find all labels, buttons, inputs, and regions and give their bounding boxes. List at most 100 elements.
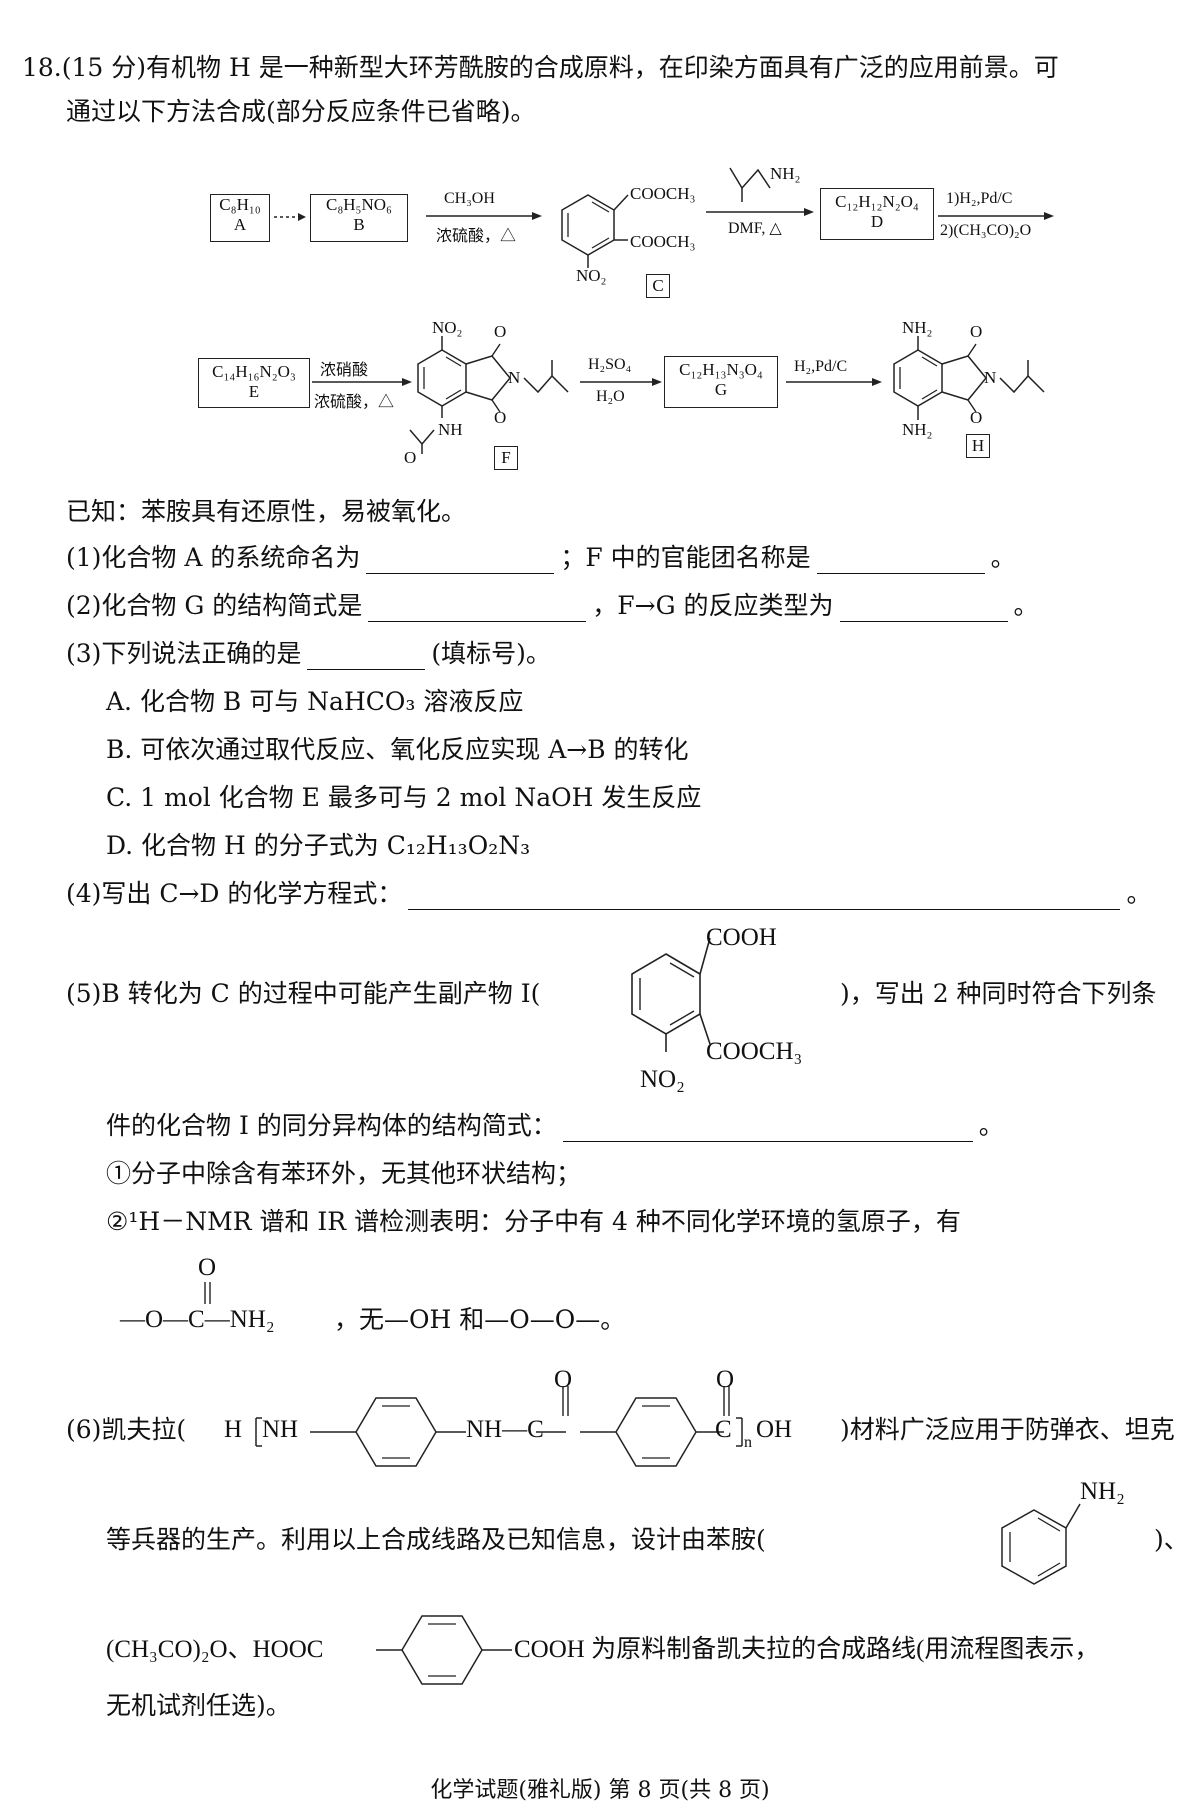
arrow-DE: [938, 212, 1054, 220]
D-formula: C₁₂H₁₂N₂O₄: [835, 192, 919, 211]
kevlar-oh: OH: [756, 1416, 793, 1443]
A-label: A: [233, 215, 247, 234]
step-CD-condition: DMF, △: [728, 220, 782, 237]
compound-E-box: C₁₄H₁₆N₂O₃ E: [198, 358, 310, 408]
F-acetyl-o: O: [404, 448, 417, 467]
carbamate-o: O: [198, 1254, 217, 1281]
kevlar-o-2: O: [716, 1366, 735, 1393]
q5-answer-blank[interactable]: [562, 1115, 973, 1142]
H-label: H: [966, 434, 990, 458]
I-carboxyl: COOH: [706, 924, 777, 951]
E-label: E: [248, 382, 260, 401]
q5-line2: 件的化合物 I 的同分异构体的结构简式： 。: [106, 1110, 1004, 1142]
question-line-2: 通过以下方法合成(部分反应条件已省略)。: [66, 97, 536, 126]
D-label: D: [870, 212, 884, 231]
q6-line3-a: (CH₃CO)₂O、HOOC: [106, 1636, 324, 1663]
C-label: C: [646, 274, 670, 298]
q3-option-A: A. 化合物 B 可与 NaHCO₃ 溶液反应: [106, 687, 524, 716]
E-formula: C₁₄H₁₆N₂O₃: [212, 362, 296, 381]
q2: (2)化合物 G 的结构简式是 ，F→G 的反应类型为 。: [66, 590, 1039, 622]
q4-text-a: (4)写出 C→D 的化学方程式：: [66, 879, 403, 908]
compound-B-box: C₈H₅NO₆ B: [310, 194, 408, 242]
q1: (1)化合物 A 的系统命名为；F 中的官能团名称是。: [66, 542, 1016, 574]
kevlar-o-1: O: [554, 1366, 573, 1393]
known-info: 已知：苯胺具有还原性，易被氧化。: [66, 497, 467, 526]
q4-text-b: 。: [1126, 879, 1152, 908]
q1-answer-blank-1[interactable]: [366, 547, 555, 574]
question-line-1: 18.(15 分)有机物 H 是一种新型大环芳酰胺的合成原料，在印染方面具有广泛…: [22, 53, 1059, 82]
step-BC-condition: 浓硫酸，△: [436, 228, 517, 245]
q5-line2-text: 件的化合物 I 的同分异构体的结构简式：: [106, 1111, 557, 1140]
carbamate-tail: ，无—OH 和—O—O—。: [334, 1305, 626, 1334]
F-amide-nh: NH: [438, 420, 463, 439]
q3-answer-blank[interactable]: [307, 643, 426, 670]
compound-F-structure: [409, 336, 569, 454]
q3-option-B: B. 可依次通过取代反应、氧化反应实现 A→B 的转化: [106, 735, 689, 764]
q6-line3-b: COOH 为原料制备凯夫拉的合成路线(用流程图表示，: [514, 1636, 1100, 1663]
carbamate-group: —O—C—NH₂: [120, 1306, 275, 1333]
H-carbonyl-o-top: O: [970, 322, 983, 341]
aniline-structure: [1001, 1503, 1081, 1585]
q6-text-b: )材料广泛应用于防弹衣、坦克: [840, 1415, 1175, 1444]
q5-line2-end: 。: [978, 1111, 1004, 1140]
compound-D-box: C₁₂H₁₂N₂O₄ D: [820, 188, 934, 240]
q6-line2-a: 等兵器的生产。利用以上合成线路及已知信息，设计由苯胺(: [106, 1525, 766, 1554]
q3-text-a: (3)下列说法正确的是: [66, 639, 302, 668]
A-formula: C₈H₁₀: [219, 195, 261, 214]
q3: (3)下列说法正确的是 (填标号)。: [66, 638, 551, 670]
compound-H-structure: [893, 336, 1045, 420]
carbamate-double-bond: [204, 1282, 211, 1304]
q5-text-a: (5)B 转化为 C 的过程中可能产生副产物 I(: [66, 979, 541, 1008]
q1-text-a: (1)化合物 A 的系统命名为: [66, 543, 361, 572]
compound-G-box: C₁₂H₁₃N₃O₄ G: [664, 356, 778, 408]
dotted-arrow-AB: [274, 213, 306, 221]
kevlar-h: H: [224, 1416, 243, 1443]
arrow-BC: [426, 212, 542, 220]
arrow-EF: [312, 378, 412, 386]
q4: (4)写出 C→D 的化学方程式： 。: [66, 878, 1151, 910]
G-label: G: [714, 380, 728, 399]
kevlar-n-subscript: n: [744, 1434, 752, 1451]
I-ester: COOCH₃: [706, 1038, 803, 1065]
kevlar-c-2: C: [715, 1416, 732, 1443]
C-ester-1: COOCH₃: [630, 184, 696, 203]
q2-text-b: ，F→G 的反应类型为: [592, 591, 834, 620]
q2-answer-blank-1[interactable]: [368, 595, 587, 622]
q5-condition-1: ①分子中除含有苯环外，无其他环状结构；: [106, 1159, 582, 1188]
step-DE-reagent-2: 2)(CH₃CO)₂O: [940, 222, 1032, 239]
H-amine-top: NH₂: [902, 318, 933, 337]
step-FG-condition: H₂O: [596, 388, 625, 405]
q2-text-a: (2)化合物 G 的结构简式是: [66, 591, 363, 620]
F-label: F: [494, 446, 518, 470]
compound-A-box: C₈H₁₀ A: [210, 194, 270, 242]
q6-line2-b: )、: [1154, 1525, 1189, 1554]
q5-condition-2: ②¹H－NMR 谱和 IR 谱检测表明：分子中有 4 种不同化学环境的氢原子，有: [106, 1207, 961, 1236]
C-nitro: NO₂: [576, 266, 607, 285]
amine-NH2: NH₂: [770, 164, 801, 183]
q3-option-C: C. 1 mol 化合物 E 最多可与 2 mol NaOH 发生反应: [106, 783, 702, 812]
q1-text-b: ；F 中的官能团名称是: [560, 543, 811, 572]
compound-C-structure: [561, 194, 629, 268]
q2-text-c: 。: [1013, 591, 1039, 620]
G-formula: C₁₂H₁₃N₃O₄: [679, 360, 763, 379]
arrow-CD: [706, 208, 814, 216]
kevlar-amide: NH—C: [466, 1416, 544, 1443]
H-imide-n: N: [984, 368, 997, 387]
q4-answer-blank[interactable]: [408, 883, 1121, 910]
kevlar-structure: [255, 1386, 743, 1467]
kevlar-nh-1: NH: [262, 1416, 299, 1443]
step-GH-reagent: H₂,Pd/C: [794, 358, 848, 375]
q3-text-b: (填标号)。: [431, 639, 551, 668]
terephthalic-acid-ring: [376, 1615, 512, 1685]
F-carbonyl-o-bottom: O: [494, 408, 507, 427]
isobutylamine-structure: [729, 167, 771, 202]
q2-answer-blank-2[interactable]: [839, 595, 1008, 622]
q1-answer-blank-2[interactable]: [816, 547, 985, 574]
H-carbonyl-o-bottom: O: [970, 408, 983, 427]
aniline-nh2: NH₂: [1080, 1478, 1125, 1505]
arrow-FG: [580, 378, 662, 386]
B-label: B: [353, 215, 365, 234]
B-formula: C₈H₅NO₆: [326, 195, 392, 214]
page-footer: 化学试题(雅礼版) 第 8 页(共 8 页): [430, 1778, 770, 1803]
step-FG-reagent: H₂SO₄: [588, 356, 632, 373]
